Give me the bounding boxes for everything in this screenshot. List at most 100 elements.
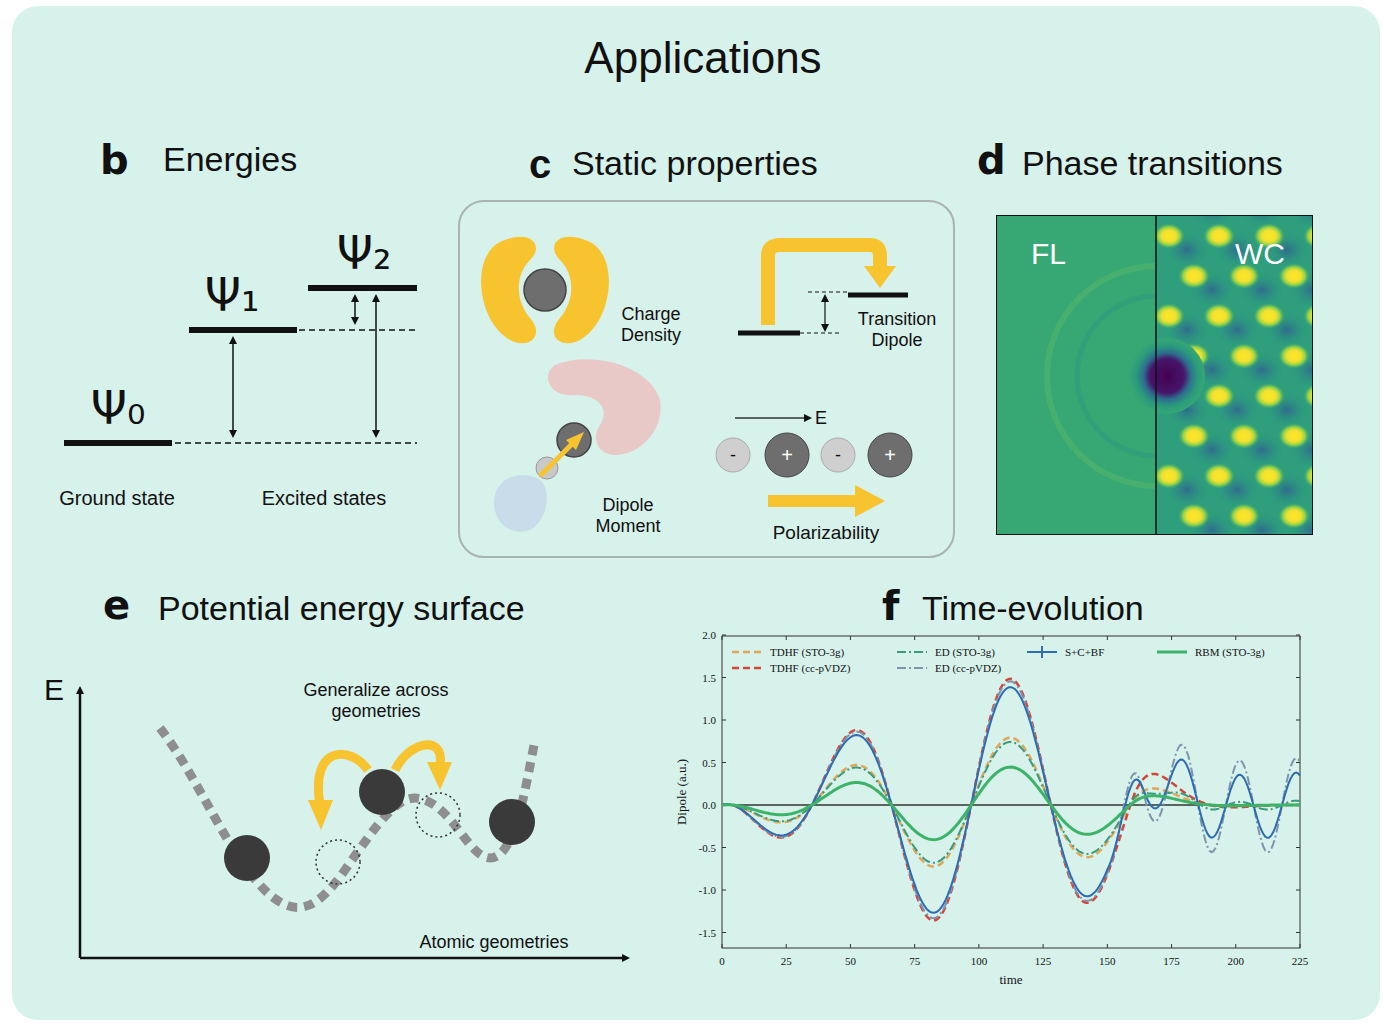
label: time: [999, 973, 1022, 988]
phase-label: WC: [1235, 237, 1285, 272]
axis-ticks: [722, 635, 1300, 948]
tick: [1043, 636, 1044, 640]
tick: [1235, 636, 1236, 640]
data-curve: [722, 679, 1300, 921]
drawing-part: [768, 495, 858, 507]
tick: [978, 944, 979, 948]
label: 150: [1099, 955, 1116, 968]
label: b: [100, 137, 129, 183]
tick: [1300, 944, 1301, 948]
drawing-part: [489, 799, 535, 845]
label: Ψ₁: [205, 269, 260, 322]
label: -0.5: [699, 841, 716, 854]
crystal-site: [1203, 463, 1235, 489]
drawing-part: [189, 327, 297, 333]
label: Polarizability: [773, 522, 880, 544]
tick: [722, 847, 726, 848]
label: -: [730, 445, 736, 466]
tick: [1107, 944, 1108, 948]
drawing-part: [318, 754, 368, 805]
tick: [722, 944, 723, 948]
label: 200: [1228, 955, 1245, 968]
label: 75: [909, 955, 920, 968]
arrowhead: [427, 762, 452, 790]
data-curve: [722, 738, 1300, 867]
legend-sample: [732, 667, 762, 670]
label: 2.0: [702, 629, 716, 642]
drawing-part: [416, 793, 460, 837]
fermi-liquid: [997, 216, 1313, 535]
title: Applications: [584, 33, 821, 84]
tick: [914, 944, 915, 948]
label: 0.5: [702, 756, 716, 769]
label: f: [882, 583, 899, 629]
drawing-part: [848, 293, 908, 298]
tick: [786, 636, 787, 640]
label: 1.0: [702, 714, 716, 727]
tick: [722, 636, 723, 640]
label: Time-evolution: [922, 589, 1144, 628]
legend-text: ED (cc-pVDZ): [935, 662, 1001, 675]
label: 0.0: [702, 799, 716, 812]
tick: [722, 677, 726, 678]
crystal-site: [1153, 223, 1185, 249]
tick: [722, 762, 726, 763]
legend-sample: [897, 651, 927, 653]
crystal-site: [1278, 423, 1310, 449]
data-curve: [722, 687, 1300, 913]
drawing-part: [868, 433, 912, 477]
tick: [1296, 890, 1300, 891]
chart-frame: [722, 636, 1300, 948]
label: e: [103, 582, 130, 628]
label: Ψ₂: [337, 227, 392, 280]
legend-marker: [1041, 646, 1043, 658]
legend-text: TDHF (cc-pVDZ): [770, 662, 850, 675]
phase-label: FL: [1031, 237, 1066, 272]
legend-text: ED (STO-3g): [935, 646, 995, 659]
drawing-part: [224, 835, 270, 881]
drawing-part: [566, 432, 584, 450]
drawing-part: [540, 444, 572, 476]
label: E: [44, 673, 64, 708]
drawing-part: [716, 438, 750, 472]
drawing-part: [808, 292, 848, 293]
crystal-site: [1153, 303, 1185, 329]
drawing-part: [175, 442, 417, 443]
data-curve: [722, 767, 1300, 840]
legend-text: S+C+BF: [1065, 646, 1104, 659]
crystal-site: [1178, 263, 1210, 289]
legend-text: TDHF (STO-3g): [770, 646, 844, 659]
drawing-part: [359, 769, 405, 815]
label: -1.0: [699, 884, 716, 897]
drawing-part: [494, 475, 547, 532]
drawing-part: [735, 417, 808, 418]
tick: [1296, 720, 1300, 721]
label: Atomic geometries: [419, 932, 568, 953]
tick: [850, 944, 851, 948]
drawing-part: [864, 266, 896, 288]
tick: [1235, 944, 1236, 948]
tick: [1043, 944, 1044, 948]
crystal-site: [1253, 303, 1285, 329]
legend-sample: [1157, 651, 1187, 654]
drawing-part: [738, 331, 800, 336]
property-panel: cStatic properties: [458, 200, 955, 558]
tick: [1107, 636, 1108, 640]
drawing-part: [354, 298, 356, 321]
exchange-hole: [1129, 338, 1205, 414]
crystal-site: [1303, 383, 1313, 409]
label: 100: [971, 955, 988, 968]
label: E: [815, 408, 827, 429]
drawing-part: [524, 269, 566, 311]
tick: [1171, 944, 1172, 948]
label: 0: [719, 955, 725, 968]
label: Dipole Moment: [583, 495, 673, 536]
crystal-site: [1203, 223, 1235, 249]
label: 25: [781, 955, 792, 968]
drawing-part: [855, 485, 885, 517]
tick: [722, 890, 726, 891]
label: d: [977, 137, 1006, 183]
tick: [1296, 635, 1300, 636]
label: 125: [1035, 955, 1052, 968]
